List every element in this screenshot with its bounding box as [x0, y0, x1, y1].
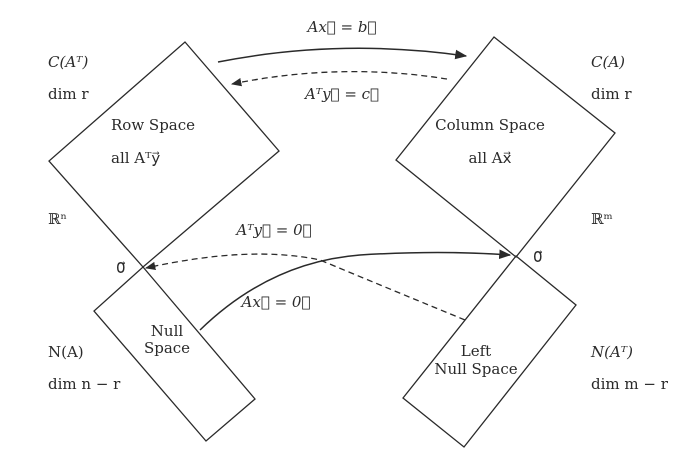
left-null-space-dim: dim m − r — [591, 375, 668, 393]
aty-eq-c-arrow — [230, 70, 448, 87]
null-space-shape — [93, 266, 256, 442]
column-space-name: C(A) — [591, 53, 626, 71]
left-null-space-shape — [402, 255, 577, 448]
null-space-title-line2: Space — [143, 339, 191, 357]
left-null-space-name: N(Aᵀ) — [591, 343, 633, 361]
row-space-content: all Aᵀy⃗ — [111, 149, 161, 167]
column-space-dim: dim r — [591, 85, 632, 103]
row-space-name: C(Aᵀ) — [48, 53, 89, 71]
aty-eq-c-label: Aᵀy⃗ = c⃗ — [304, 85, 380, 103]
row-space-zero: 0⃗ — [116, 259, 126, 277]
column-space-zero: 0⃗ — [533, 248, 543, 266]
left-null-space-title-line2: Null Space — [434, 360, 518, 378]
ax-eq-b-arrow — [217, 47, 468, 63]
null-space-name: N(A) — [48, 343, 84, 361]
null-space-dim: dim n − r — [48, 375, 121, 393]
aty-eq-0-label: Aᵀy⃗ = 0⃗ — [236, 221, 312, 239]
column-space-title: Column Space — [435, 116, 545, 134]
row-space-title: Row Space — [111, 116, 196, 134]
ax-eq-0-label: Ax⃗ = 0⃗ — [241, 293, 311, 311]
column-space-ambient: ℝᵐ — [591, 210, 613, 228]
row-space-ambient: ℝⁿ — [48, 210, 67, 228]
row-space-dim: dim r — [48, 85, 89, 103]
ax-eq-0-arrow — [199, 249, 512, 331]
left-null-space-title-line1: Left — [460, 342, 492, 360]
column-space-content: all Ax⃗ — [468, 149, 512, 167]
null-space-title-line1: Null — [150, 322, 184, 340]
aty-eq-0-arrow — [144, 253, 466, 321]
ax-eq-b-label: Ax⃗ = b⃗ — [307, 18, 377, 36]
column-space-shape — [395, 36, 616, 258]
